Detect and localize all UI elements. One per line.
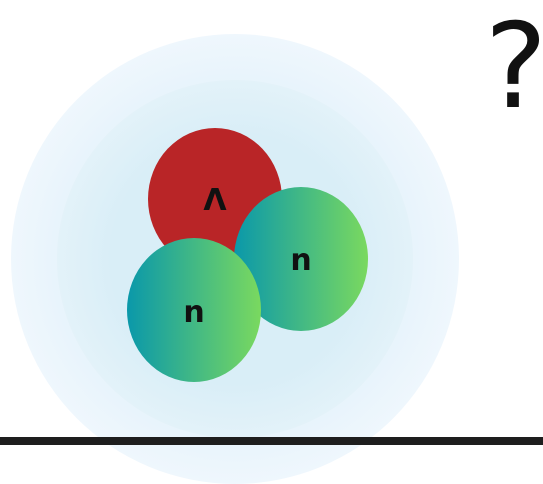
neutron-right-sphere [234, 187, 368, 331]
neutron-left-particle: n [127, 238, 261, 382]
neutron-right-particle: n [234, 187, 368, 331]
neutron-right-label: n [290, 243, 311, 278]
neutron-left-label: n [183, 295, 204, 330]
lambda-label: Λ [203, 183, 227, 218]
neutron-left-sphere [127, 238, 261, 382]
baseline [0, 437, 543, 445]
question-mark: ? [485, 0, 543, 135]
